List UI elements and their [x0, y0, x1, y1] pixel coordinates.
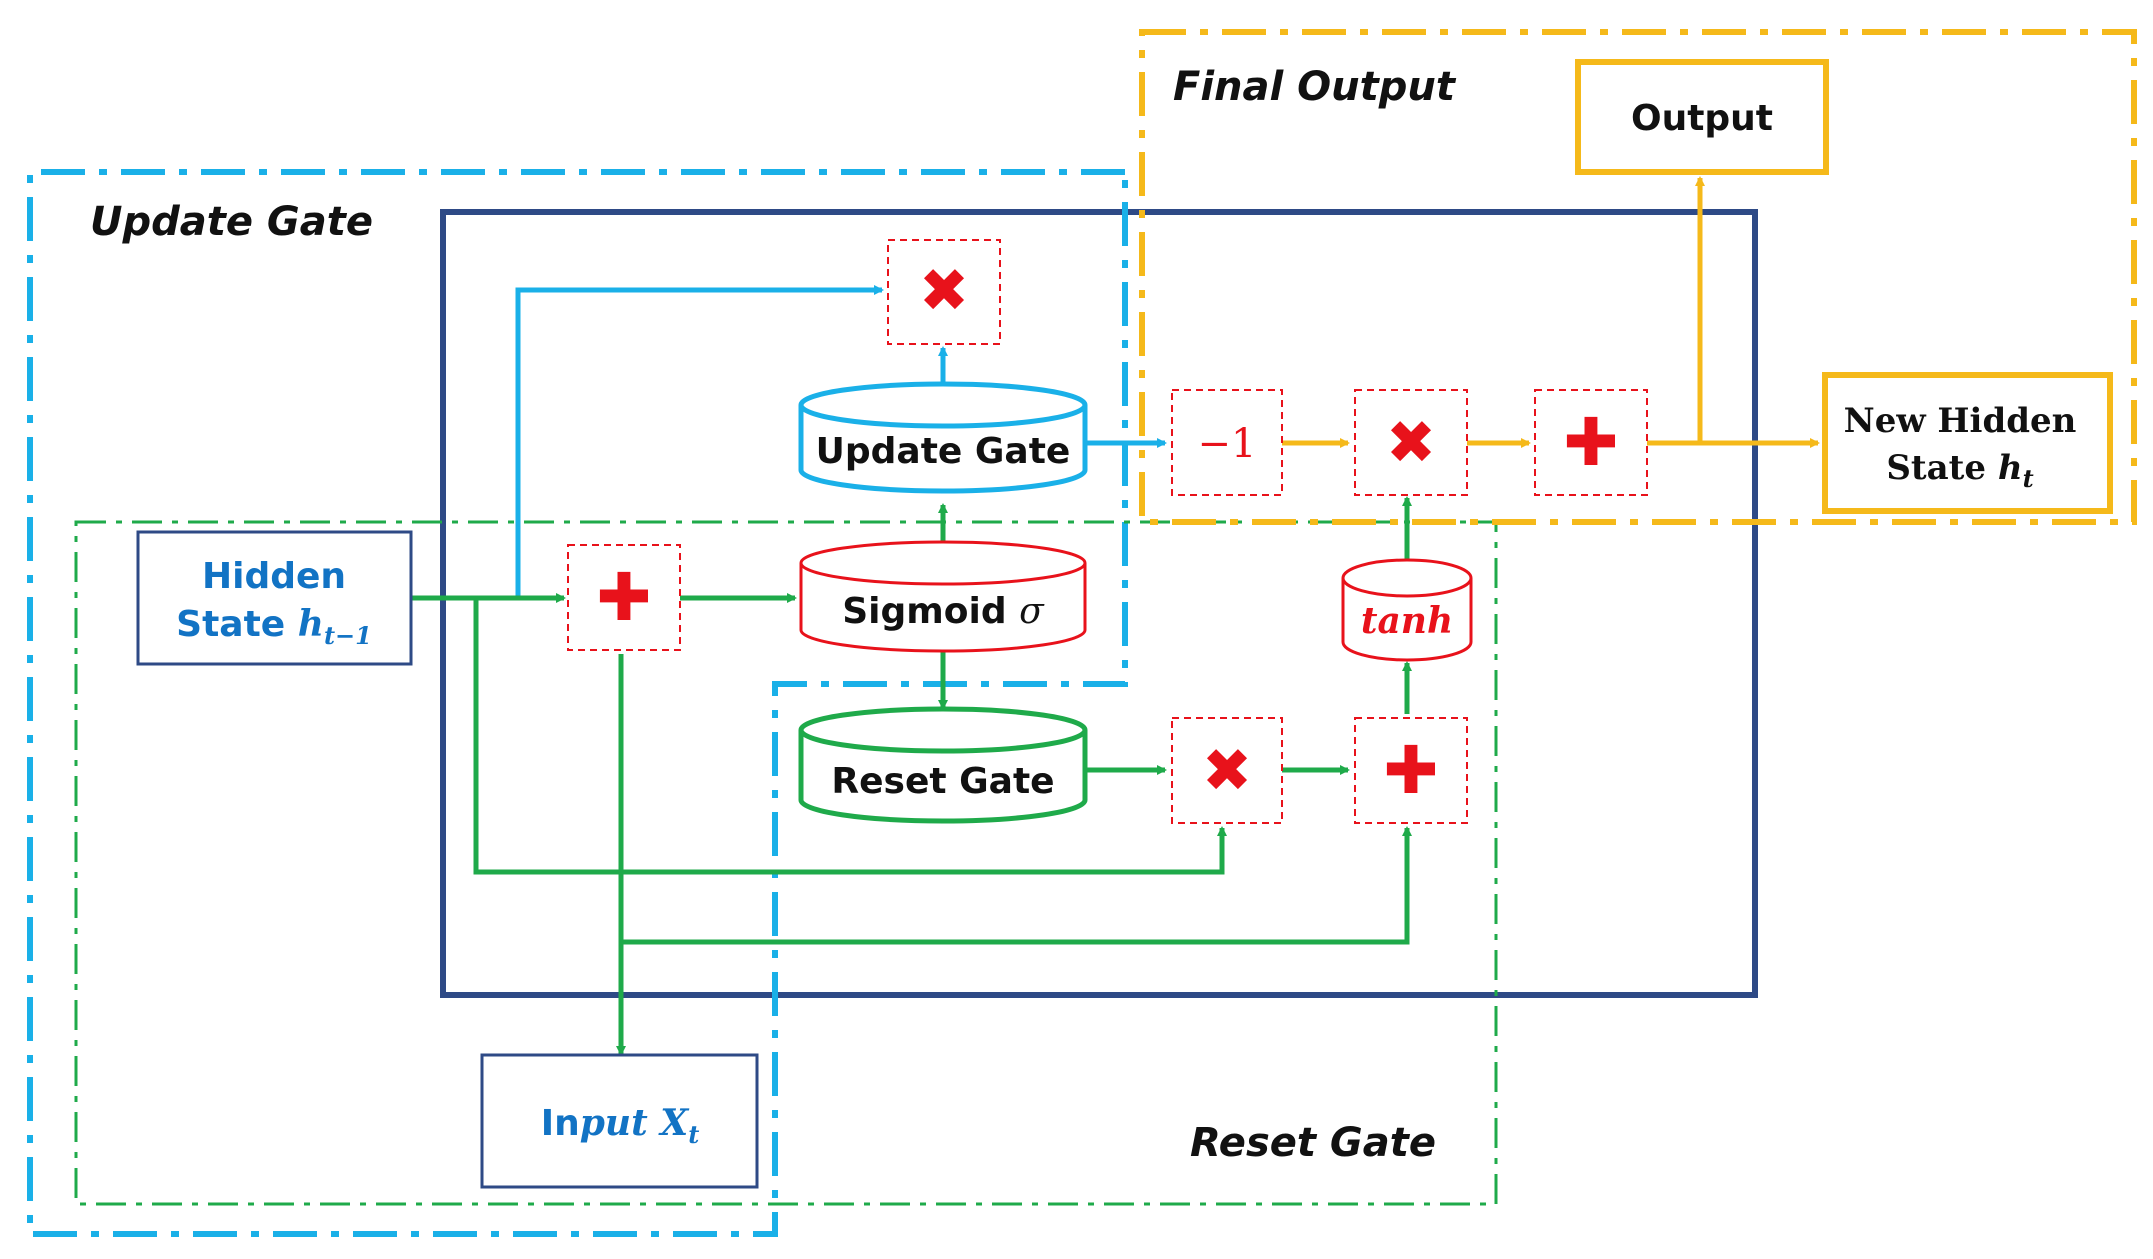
tanh-cylinder: tanh	[1341, 558, 1473, 662]
plus-icon: ✚	[1383, 732, 1438, 809]
gru-cell-boundary	[440, 209, 1758, 998]
reset-gate-cylinder-label: Reset Gate	[831, 761, 1054, 802]
new-hidden-line1: New Hidden	[1844, 401, 2077, 441]
update-gate-region	[27, 169, 1128, 1237]
hidden-state-line2: State ht−1	[176, 603, 372, 650]
multiply-icon: ✖	[919, 256, 969, 326]
final-output-region	[1139, 29, 2137, 525]
sigmoid-label-text: Sigmoid	[842, 591, 1006, 632]
hidden-state-line1: Hidden	[202, 556, 346, 597]
top-multiply-operator: ✖	[887, 239, 1001, 345]
update-gate-region-label: Update Gate	[90, 199, 373, 245]
new-hidden-state-box: New Hidden State ht	[1822, 372, 2113, 514]
sigmoid-cylinder: Sigmoid σ	[799, 540, 1087, 653]
input-box: Input Xt	[480, 1053, 759, 1189]
reset-gate-region-label: Reset Gate	[1190, 1120, 1436, 1166]
plus-icon: ✚	[596, 559, 651, 636]
multiply-icon: ✖	[1202, 736, 1252, 806]
tanh-cylinder-label: tanh	[1361, 600, 1453, 642]
plus-icon: ✚	[1563, 404, 1618, 481]
output-add-operator: ✚	[1534, 389, 1648, 496]
update-gate-cylinder-label: Update Gate	[816, 431, 1071, 472]
input-add-operator: ✚	[567, 544, 681, 651]
output-multiply-operator: ✖	[1354, 389, 1468, 496]
sigmoid-cylinder-label: Sigmoid σ	[842, 591, 1045, 632]
new-hidden-line2: State ht	[1886, 448, 2033, 493]
minus-one-operator: −1	[1171, 389, 1283, 496]
multiply-icon: ✖	[1386, 408, 1436, 478]
minus-one-label: −1	[1198, 421, 1257, 467]
output-box: Output	[1575, 59, 1829, 175]
update-gate-cylinder: Update Gate	[798, 381, 1088, 494]
reset-gate-cylinder: Reset Gate	[798, 706, 1088, 824]
final-output-region-label: Final Output	[1173, 64, 1457, 110]
hidden-state-box: Hidden State ht−1	[136, 530, 413, 666]
input-loop-to-add-arrow	[621, 826, 1412, 945]
candidate-add-operator: ✚	[1354, 717, 1468, 824]
input-label: Input Xt	[541, 1102, 700, 1149]
sigmoid-symbol: σ	[1019, 591, 1045, 632]
hidden-to-top-multiply-arrow	[515, 285, 884, 598]
reset-multiply-operator: ✖	[1171, 717, 1283, 824]
hidden-loop-to-multiply-arrow	[473, 598, 1227, 875]
reset-gate-region	[74, 520, 1498, 1206]
output-label: Output	[1631, 98, 1773, 139]
